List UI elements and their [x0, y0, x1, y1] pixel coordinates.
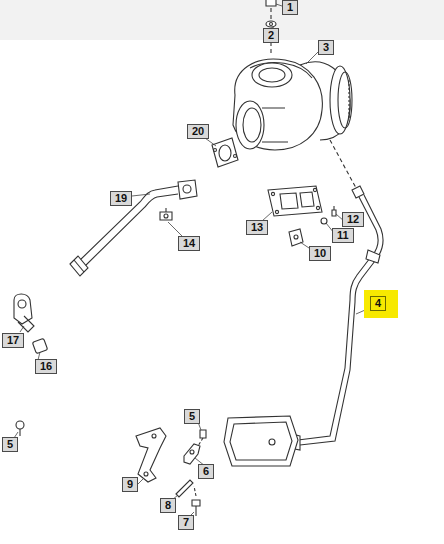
callout-number: 9 — [122, 477, 138, 492]
callout-number: 16 — [35, 359, 57, 374]
callout-number: 19 — [110, 191, 132, 206]
callout-number: 17 — [2, 333, 24, 348]
callout-number: 1 — [282, 0, 298, 15]
callout-number: 3 — [318, 40, 334, 55]
callout-number: 12 — [342, 212, 364, 227]
callout-number: 6 — [198, 464, 214, 479]
callout-number: 20 — [187, 124, 209, 139]
callout-number: 8 — [160, 498, 176, 513]
callout-number: 13 — [246, 220, 268, 235]
callout-number: 5 — [184, 409, 200, 424]
callout-number: 14 — [178, 236, 200, 251]
callout-number: 7 — [178, 515, 194, 530]
callout-number: 2 — [263, 28, 279, 43]
callout-number: 4 — [370, 296, 386, 311]
callout-number: 11 — [332, 228, 354, 243]
callout-number: 5 — [2, 437, 18, 452]
callout-number: 10 — [309, 246, 331, 261]
